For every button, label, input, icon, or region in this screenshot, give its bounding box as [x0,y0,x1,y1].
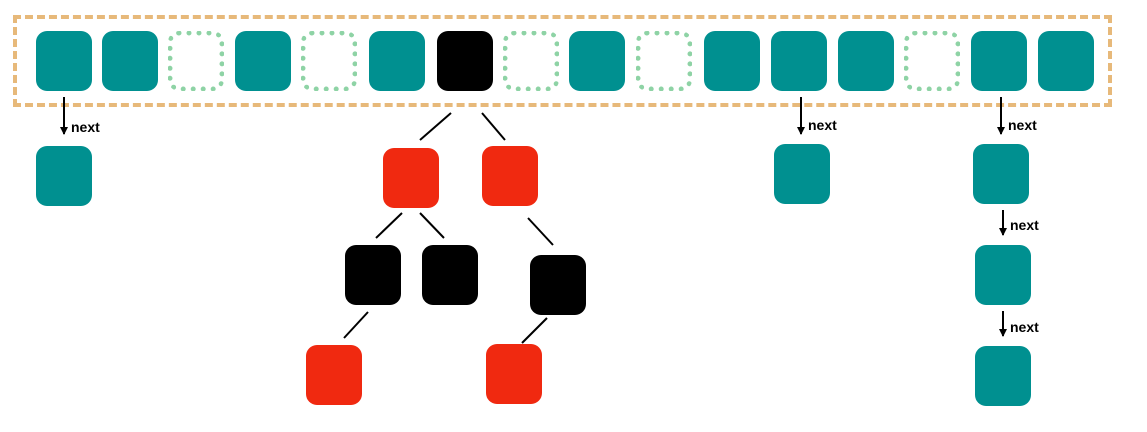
bucket-9 [569,31,625,91]
next-label: next [71,119,100,135]
tree-edge [527,217,554,246]
tree-node-red [482,146,538,206]
tree-node-black [530,255,586,315]
tree-node-red [306,345,362,405]
bucket-1 [36,31,92,91]
tree-edge [419,212,445,239]
chain-node [975,245,1031,305]
bucket-3-empty [168,31,224,91]
next-label: next [808,117,837,133]
chain-node [36,146,92,206]
bucket-11 [704,31,760,91]
bucket-14-empty [904,31,960,91]
bucket-7-tree-root [437,31,493,91]
tree-node-black [345,245,401,305]
bucket-array [13,15,1112,107]
bucket-8-empty [503,31,559,91]
tree-edge [521,317,548,344]
bucket-6 [369,31,425,91]
bucket-16 [1038,31,1094,91]
chain-node [975,346,1031,406]
tree-edge [419,112,452,141]
bucket-5-empty [301,31,357,91]
bucket-13 [838,31,894,91]
bucket-4 [235,31,291,91]
chain-node [774,144,830,204]
next-label: next [1010,319,1039,335]
bucket-15 [971,31,1027,91]
chain-node [973,144,1029,204]
tree-node-red [383,148,439,208]
tree-edge [481,112,506,141]
tree-node-red [486,344,542,404]
tree-edge [375,212,403,239]
tree-node-black [422,245,478,305]
next-label: next [1010,217,1039,233]
next-label: next [1008,117,1037,133]
bucket-12 [771,31,827,91]
bucket-10-empty [636,31,692,91]
tree-edge [343,311,369,339]
bucket-2 [102,31,158,91]
